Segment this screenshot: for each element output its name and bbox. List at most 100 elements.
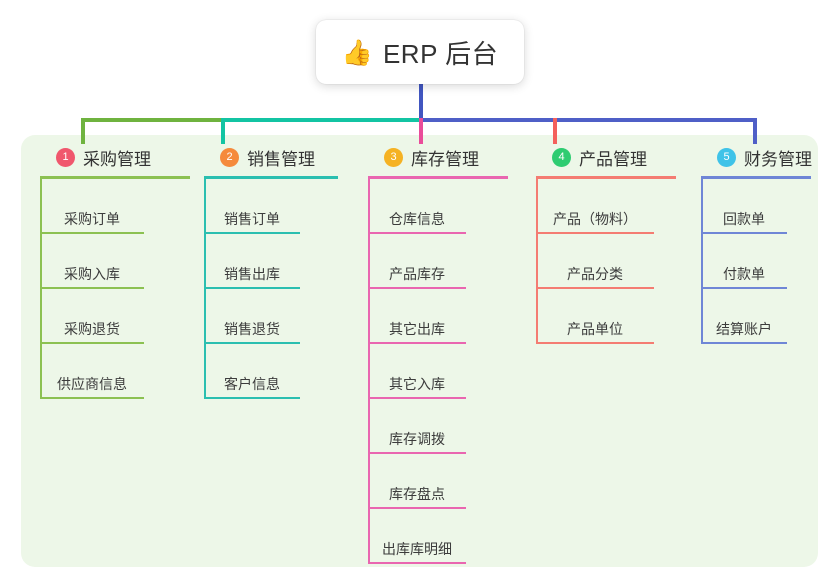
column-badge-finance: 5 bbox=[717, 147, 736, 167]
drop-finance bbox=[753, 118, 757, 144]
list-item-rule bbox=[536, 342, 654, 344]
list-item-label: 采购订单 bbox=[64, 211, 120, 227]
column-header-inventory[interactable]: 3 库存管理 bbox=[368, 144, 508, 170]
list-item[interactable]: 产品分类 bbox=[536, 234, 654, 289]
list-item[interactable]: 客户信息 bbox=[204, 344, 300, 399]
column-purchase: 1 采购管理采购订单采购入库采购退货供应商信息 bbox=[40, 144, 190, 399]
list-item-rule bbox=[40, 232, 144, 234]
list-item-rule bbox=[368, 232, 466, 234]
column-items-purchase: 采购订单采购入库采购退货供应商信息 bbox=[40, 179, 190, 399]
list-item[interactable]: 销售订单 bbox=[204, 179, 300, 234]
list-item-rule bbox=[368, 452, 466, 454]
drop-purchase bbox=[81, 118, 85, 144]
list-item-label: 产品库存 bbox=[389, 266, 445, 282]
bus-teal bbox=[221, 118, 421, 122]
list-item[interactable]: 仓库信息 bbox=[368, 179, 466, 234]
column-rule-product bbox=[536, 176, 676, 179]
list-item-label: 供应商信息 bbox=[57, 376, 127, 392]
list-item-rule bbox=[204, 232, 300, 234]
column-items-inventory: 仓库信息产品库存其它出库其它入库库存调拨库存盘点出库库明细 bbox=[368, 179, 508, 564]
list-item-label: 产品单位 bbox=[567, 321, 623, 337]
list-item-label: 产品分类 bbox=[567, 266, 623, 282]
list-item[interactable]: 库存盘点 bbox=[368, 454, 466, 509]
list-item[interactable]: 产品（物料） bbox=[536, 179, 654, 234]
drop-product bbox=[553, 118, 557, 144]
list-item[interactable]: 供应商信息 bbox=[40, 344, 144, 399]
column-title-product: 产品管理 bbox=[579, 149, 647, 169]
list-item[interactable]: 采购订单 bbox=[40, 179, 144, 234]
list-item[interactable]: 付款单 bbox=[701, 234, 787, 289]
list-item-rule bbox=[701, 287, 787, 289]
list-item-rule bbox=[701, 342, 787, 344]
column-title-purchase: 采购管理 bbox=[83, 149, 151, 169]
list-item-rule bbox=[368, 507, 466, 509]
thumbs-up-icon: 👍 bbox=[341, 37, 373, 67]
column-rule-purchase bbox=[40, 176, 190, 179]
list-item-label: 销售订单 bbox=[224, 211, 280, 227]
list-item-rule bbox=[368, 342, 466, 344]
list-item-rule bbox=[701, 232, 787, 234]
column-title-finance: 财务管理 bbox=[744, 149, 812, 169]
column-header-finance[interactable]: 5 财务管理 bbox=[701, 144, 812, 170]
list-item-label: 销售退货 bbox=[224, 321, 280, 337]
list-item-label: 付款单 bbox=[723, 266, 765, 282]
drop-inventory bbox=[419, 118, 423, 144]
list-item-label: 回款单 bbox=[723, 211, 765, 227]
list-item[interactable]: 采购退货 bbox=[40, 289, 144, 344]
column-spine-purchase bbox=[40, 179, 42, 399]
column-rule-inventory bbox=[368, 176, 508, 179]
list-item-rule bbox=[536, 287, 654, 289]
bus-green bbox=[81, 118, 221, 122]
list-item-rule bbox=[368, 397, 466, 399]
root-title-card[interactable]: 👍 ERP 后台 bbox=[316, 20, 524, 84]
list-item-rule bbox=[368, 562, 466, 564]
list-item-label: 其它入库 bbox=[389, 376, 445, 392]
column-finance: 5 财务管理回款单付款单结算账户 bbox=[701, 144, 812, 344]
list-item[interactable]: 其它出库 bbox=[368, 289, 466, 344]
diagram-panel bbox=[21, 135, 818, 567]
list-item[interactable]: 产品库存 bbox=[368, 234, 466, 289]
list-item-label: 销售出库 bbox=[224, 266, 280, 282]
list-item-label: 库存调拨 bbox=[389, 431, 445, 447]
list-item-rule bbox=[40, 397, 144, 399]
list-item-label: 采购退货 bbox=[64, 321, 120, 337]
list-item[interactable]: 出库库明细 bbox=[368, 509, 466, 564]
list-item-rule bbox=[40, 287, 144, 289]
list-item-rule bbox=[204, 342, 300, 344]
bus-blue bbox=[421, 118, 757, 122]
drop-sales bbox=[221, 118, 225, 144]
column-rule-sales bbox=[204, 176, 338, 179]
page-title: ERP 后台 bbox=[382, 38, 499, 69]
list-item[interactable]: 库存调拨 bbox=[368, 399, 466, 454]
list-item[interactable]: 采购入库 bbox=[40, 234, 144, 289]
list-item[interactable]: 回款单 bbox=[701, 179, 787, 234]
column-inventory: 3 库存管理仓库信息产品库存其它出库其它入库库存调拨库存盘点出库库明细 bbox=[368, 144, 508, 564]
column-items-sales: 销售订单销售出库销售退货客户信息 bbox=[204, 179, 338, 399]
list-item-rule bbox=[204, 397, 300, 399]
list-item-rule bbox=[536, 232, 654, 234]
column-items-finance: 回款单付款单结算账户 bbox=[701, 179, 811, 344]
list-item[interactable]: 销售退货 bbox=[204, 289, 300, 344]
list-item[interactable]: 销售出库 bbox=[204, 234, 300, 289]
column-badge-sales: 2 bbox=[220, 147, 239, 167]
column-title-inventory: 库存管理 bbox=[411, 149, 479, 169]
column-badge-inventory: 3 bbox=[384, 147, 403, 167]
list-item[interactable]: 其它入库 bbox=[368, 344, 466, 399]
column-items-product: 产品（物料） 产品分类产品单位 bbox=[536, 179, 676, 344]
column-spine-product bbox=[536, 179, 538, 344]
column-spine-sales bbox=[204, 179, 206, 399]
column-header-purchase[interactable]: 1 采购管理 bbox=[40, 144, 190, 170]
list-item[interactable]: 产品单位 bbox=[536, 289, 654, 344]
list-item-label: 结算账户 bbox=[716, 321, 772, 337]
list-item-rule bbox=[204, 287, 300, 289]
trunk-connector bbox=[419, 84, 423, 118]
column-spine-finance bbox=[701, 179, 703, 344]
list-item-label: 其它出库 bbox=[389, 321, 445, 337]
list-item[interactable]: 结算账户 bbox=[701, 289, 787, 344]
list-item-label: 客户信息 bbox=[224, 376, 280, 392]
column-badge-purchase: 1 bbox=[56, 147, 75, 167]
